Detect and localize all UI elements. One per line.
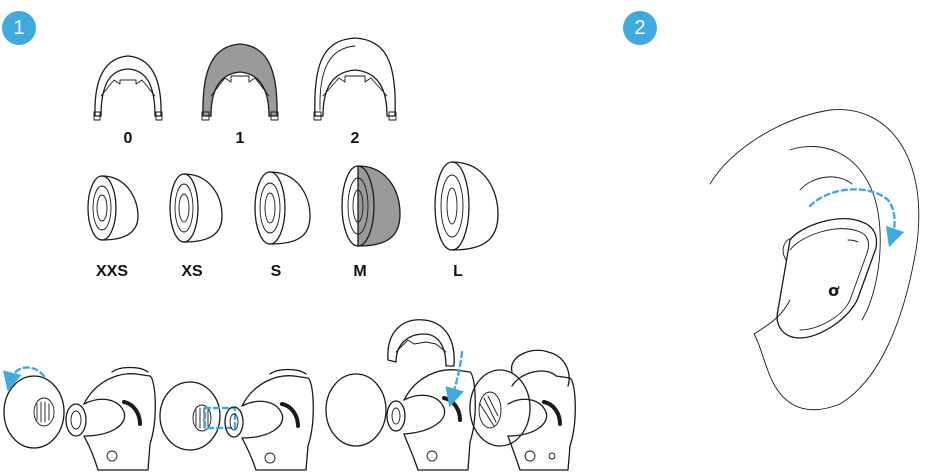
ear-illustration: ơ — [710, 110, 919, 410]
tip-size-m — [342, 166, 400, 246]
tip-size-label: L — [428, 263, 488, 281]
wing-size-label: 0 — [98, 130, 158, 148]
wing-size-label: 1 — [210, 130, 270, 148]
tip-size-label: M — [330, 263, 390, 281]
tip-size-xxs — [88, 176, 138, 240]
earbud-attach-wing — [326, 320, 475, 470]
wing-size-label: 2 — [325, 130, 385, 148]
tip-size-label: S — [246, 263, 306, 281]
tip-size-s — [255, 172, 310, 244]
earbud-attach-tip — [160, 370, 313, 471]
brand-logo-icon: ơ — [828, 281, 840, 300]
tip-size-label: XS — [162, 263, 222, 281]
wing-size-2 — [314, 38, 396, 120]
wing-size-0 — [94, 56, 162, 120]
tip-size-label: XXS — [82, 263, 142, 281]
tip-size-l — [435, 162, 498, 250]
tip-size-xs — [170, 174, 222, 242]
earbud-assembled — [470, 350, 575, 470]
wing-size-1 — [202, 44, 278, 120]
earbud-remove-tip — [4, 367, 155, 470]
